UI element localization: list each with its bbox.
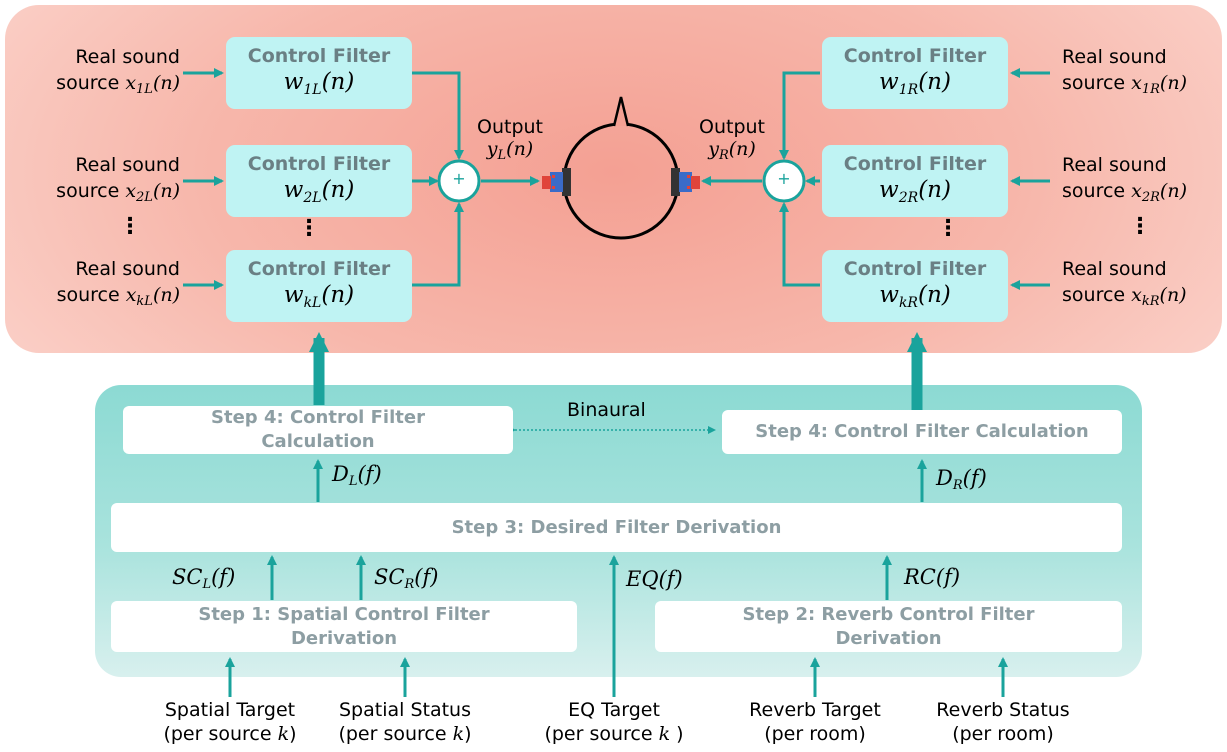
- left-adder-symbol: +: [452, 169, 466, 188]
- left-source-2: Real sound source x2L(n): [56, 154, 180, 205]
- binaural-label: Binaural: [567, 399, 646, 421]
- ellipsis-left-filters: ⋮: [298, 216, 320, 241]
- control-filter-label: Control Filter: [843, 258, 987, 280]
- signal-scl: SCL(f): [172, 565, 236, 592]
- input-eq-target: EQ Target (per source k ): [544, 699, 684, 745]
- step4-left-box: Step 4: Control Filter Calculation: [123, 406, 513, 454]
- ellipsis-left-sources: ⋮: [119, 214, 141, 239]
- control-filter-label: Control Filter: [247, 258, 391, 280]
- filter-symbol: wkR(n): [879, 282, 951, 311]
- arrow-w1r-to-adder: [779, 71, 820, 160]
- right-adder: [762, 159, 806, 203]
- filter-symbol: w2L(n): [283, 177, 355, 206]
- control-filter-w1l: Control Filter w1L(n): [226, 37, 412, 109]
- signal-scr: SCR(f): [374, 565, 439, 592]
- filter-symbol: w1R(n): [879, 69, 951, 98]
- signal-rc: RC(f): [904, 565, 961, 589]
- right-source-k: Real sound source xkR(n): [1062, 258, 1187, 309]
- input-spatial-target: Spatial Target (per source k): [163, 699, 297, 745]
- arrow-wkl-to-adder: [412, 202, 464, 287]
- arrow-wkr-to-adder: [779, 202, 820, 287]
- filter-symbol: wkL(n): [283, 282, 355, 311]
- input-reverb-status: Reverb Status (per room): [936, 699, 1070, 745]
- right-source-2: Real sound source x2R(n): [1062, 154, 1187, 205]
- control-filter-wkl: Control Filter wkL(n): [226, 250, 412, 322]
- signal-dl: DL(f): [332, 462, 382, 489]
- left-source-1: Real sound source x1L(n): [56, 46, 180, 97]
- filter-symbol: w1L(n): [283, 69, 355, 98]
- head-outline: [562, 122, 680, 240]
- left-adder: [437, 159, 481, 203]
- input-reverb-target: Reverb Target (per room): [749, 699, 881, 745]
- control-filter-w1r: Control Filter w1R(n): [822, 37, 1008, 109]
- output-right-label: Output yR(n): [699, 116, 765, 163]
- control-filter-label: Control Filter: [843, 45, 987, 67]
- step4-right-box: Step 4: Control Filter Calculation: [722, 410, 1122, 454]
- arrow-w1l-to-adder: [412, 71, 464, 160]
- right-earbud-icon: [671, 168, 700, 196]
- control-filter-wkr: Control Filter wkR(n): [822, 250, 1008, 322]
- input-spatial-status: Spatial Status (per source k): [338, 699, 472, 745]
- filter-symbol: w2R(n): [879, 177, 951, 206]
- nose-icon: [612, 96, 630, 127]
- left-source-k: Real sound source xkL(n): [56, 258, 180, 309]
- left-earbud-icon: [542, 168, 571, 196]
- step2-box: Step 2: Reverb Control Filter Derivation: [655, 601, 1122, 652]
- step1-box: Step 1: Spatial Control Filter Derivatio…: [111, 601, 577, 652]
- right-source-1: Real sound source x1R(n): [1062, 46, 1187, 97]
- ellipsis-right-filters: ⋮: [937, 216, 959, 241]
- control-filter-w2l: Control Filter w2L(n): [226, 145, 412, 217]
- output-left-label: Output yL(n): [477, 116, 543, 163]
- signal-eq: EQ(f): [626, 567, 683, 591]
- control-filter-w2r: Control Filter w2R(n): [822, 145, 1008, 217]
- ellipsis-right-sources: ⋮: [1129, 214, 1151, 239]
- step3-box: Step 3: Desired Filter Derivation: [111, 503, 1122, 552]
- control-filter-label: Control Filter: [843, 153, 987, 175]
- control-filter-label: Control Filter: [247, 45, 391, 67]
- signal-dr: DR(f): [936, 466, 987, 493]
- control-filter-label: Control Filter: [247, 153, 391, 175]
- right-adder-symbol: +: [777, 169, 791, 188]
